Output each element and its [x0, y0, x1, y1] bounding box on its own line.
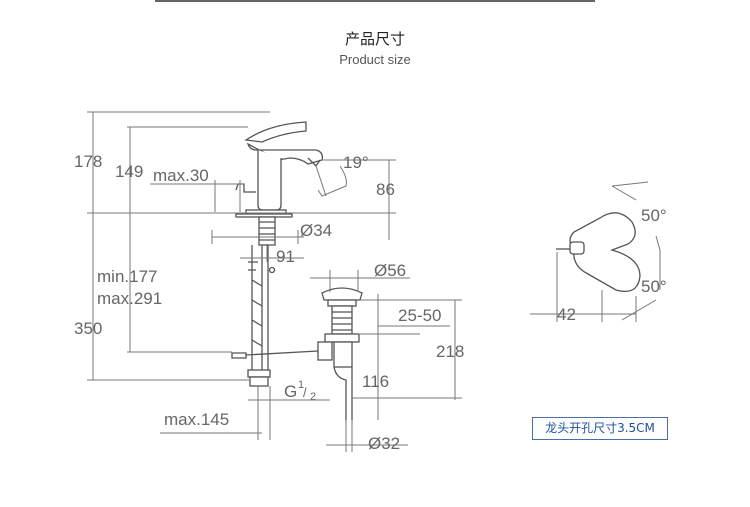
- label-350: 350: [74, 319, 102, 338]
- page-subtitle: Product size: [339, 52, 411, 67]
- label-angle-19: 19°: [343, 153, 369, 172]
- label-g-slash: /: [303, 385, 307, 400]
- label-angle-50-top: 50°: [641, 206, 667, 225]
- label-g-num: 1: [298, 379, 304, 391]
- label-86: 86: [376, 180, 395, 199]
- faucet-side-view: [231, 121, 324, 387]
- label-91: 91: [276, 247, 295, 266]
- label-178: 178: [74, 152, 102, 171]
- lever-top-view: [556, 212, 641, 293]
- label-42: 42: [557, 305, 576, 324]
- dimension-labels: 178 149 max.30 19° 86 Ø34 91 min.177 max…: [74, 152, 667, 453]
- label-max145: max.145: [164, 410, 229, 429]
- right-dimension-lines: [530, 181, 661, 322]
- label-dia34: Ø34: [300, 221, 332, 240]
- label-149: 149: [115, 162, 143, 181]
- label-116: 116: [362, 372, 389, 391]
- page-title: 产品尺寸: [344, 30, 405, 48]
- label-g-den: 2: [310, 391, 316, 403]
- label-25-50: 25-50: [398, 306, 441, 325]
- label-angle-50-bottom: 50°: [641, 277, 667, 296]
- label-max291: max.291: [97, 289, 162, 308]
- hole-size-note: 龙头开孔尺寸3.5CM: [532, 417, 668, 440]
- drain-assembly: [317, 287, 363, 420]
- header-divider: [155, 0, 595, 2]
- dimension-lines: [87, 111, 462, 452]
- label-dia32: Ø32: [368, 434, 400, 453]
- label-max30: max.30: [153, 166, 209, 185]
- label-min177: min.177: [97, 267, 157, 286]
- label-dia56: Ø56: [374, 261, 406, 280]
- label-g-thread: G: [284, 382, 297, 401]
- label-218: 218: [436, 342, 464, 361]
